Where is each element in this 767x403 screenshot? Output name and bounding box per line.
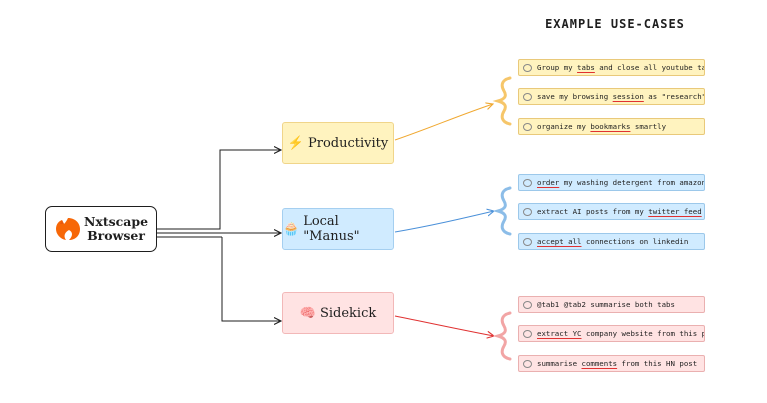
use-case-item: accept all connections on linkedin xyxy=(518,233,705,250)
underlined-keyword: bookmarks xyxy=(590,122,631,131)
use-case-item: save my browsing session as "research" xyxy=(518,88,705,105)
text-segment: summarise xyxy=(537,359,582,368)
text-segment: and close all youtube tabs xyxy=(594,63,705,72)
arrow-to-productivity xyxy=(157,150,281,230)
underlined-keyword: accept all xyxy=(537,237,582,246)
use-case-item: order my washing detergent from amazon xyxy=(518,174,705,191)
text-segment: smartly xyxy=(630,122,667,131)
category-sidekick: 🧠 Sidekick xyxy=(282,292,394,334)
category-productivity: ⚡ Productivity xyxy=(282,122,394,164)
text-segment: from this HN post xyxy=(617,359,698,368)
text-segment: connections on linkedin xyxy=(581,237,689,246)
use-case-item: Group my tabs and close all youtube tabs xyxy=(518,59,705,76)
fox-logo-icon xyxy=(56,218,80,240)
underlined-keyword: order xyxy=(537,178,560,187)
arrow-to-sidekick xyxy=(221,237,281,321)
use-case-text: organize my bookmarks smartly xyxy=(537,122,666,131)
underlined-keyword: comments xyxy=(581,359,618,368)
use-case-text: extract YC company website from this pag… xyxy=(537,329,704,338)
use-case-text: @tab1 @tab2 summarise both tabs xyxy=(537,300,675,309)
brain-icon: 🧠 xyxy=(299,305,316,321)
use-case-item: extract YC company website from this pag… xyxy=(518,325,705,342)
category-label: Local "Manus" xyxy=(303,214,360,244)
text-segment: Group my xyxy=(537,63,578,72)
chat-bubble-icon xyxy=(523,178,532,187)
chat-bubble-icon xyxy=(523,329,532,338)
use-case-text: summarise comments from this HN post xyxy=(537,359,697,368)
arrow-productivity-to-brace xyxy=(394,104,493,141)
use-case-text: accept all connections on linkedin xyxy=(537,237,688,246)
text-segment: my washing detergent from amazon xyxy=(559,178,705,187)
underlined-keyword: twitter feed xyxy=(648,207,702,216)
chat-bubble-icon xyxy=(523,237,532,246)
root-label-line1: Nxtscape xyxy=(83,214,149,229)
brace-productivity xyxy=(492,76,512,126)
use-case-text: order my washing detergent from amazon xyxy=(537,178,705,187)
category-local-manus: 🧁 Local "Manus" xyxy=(282,208,394,250)
chat-bubble-icon xyxy=(523,92,532,101)
lightning-icon: ⚡ xyxy=(287,135,304,151)
use-case-text: save my browsing session as "research" xyxy=(537,92,705,101)
text-segment: save my browsing xyxy=(537,92,613,101)
use-case-item: extract AI posts from my twitter feed xyxy=(518,203,705,220)
chat-bubble-icon xyxy=(523,63,532,72)
root-label-line2: Browser xyxy=(87,228,145,243)
use-case-item: organize my bookmarks smartly xyxy=(518,118,705,135)
brace-manus xyxy=(492,186,512,236)
underlined-keyword: tabs xyxy=(577,63,595,72)
text-segment: company website from this page xyxy=(585,329,704,338)
brace-sidekick xyxy=(492,311,512,361)
category-label: Productivity xyxy=(307,135,389,151)
chat-bubble-icon xyxy=(523,207,532,216)
text-segment: as "research" xyxy=(643,92,705,101)
arrow-manus-to-brace xyxy=(394,211,494,233)
chat-bubble-icon xyxy=(523,122,532,131)
section-heading: EXAMPLE USE-CASES xyxy=(545,17,685,31)
text-segment: @tab1 @tab2 summarise both tabs xyxy=(537,300,675,309)
use-case-item: summarise comments from this HN post xyxy=(518,355,705,372)
arrow-sidekick-to-brace xyxy=(394,315,494,336)
use-case-item: @tab1 @tab2 summarise both tabs xyxy=(518,296,705,313)
use-case-text: Group my tabs and close all youtube tabs xyxy=(537,63,705,72)
text-segment: organize my xyxy=(537,122,591,131)
root-node-nxtscape-browser: Nxtscape Browser xyxy=(45,206,157,252)
use-case-text: extract AI posts from my twitter feed xyxy=(537,207,702,216)
chat-bubble-icon xyxy=(523,300,532,309)
cupcake-icon: 🧁 xyxy=(283,221,300,237)
underlined-keyword: extract YC xyxy=(537,329,582,338)
root-node-label: Nxtscape Browser xyxy=(82,215,150,243)
category-label: Sidekick xyxy=(319,305,377,321)
chat-bubble-icon xyxy=(523,359,532,368)
underlined-keyword: session xyxy=(612,92,644,101)
text-segment: extract AI posts from my xyxy=(537,207,649,216)
